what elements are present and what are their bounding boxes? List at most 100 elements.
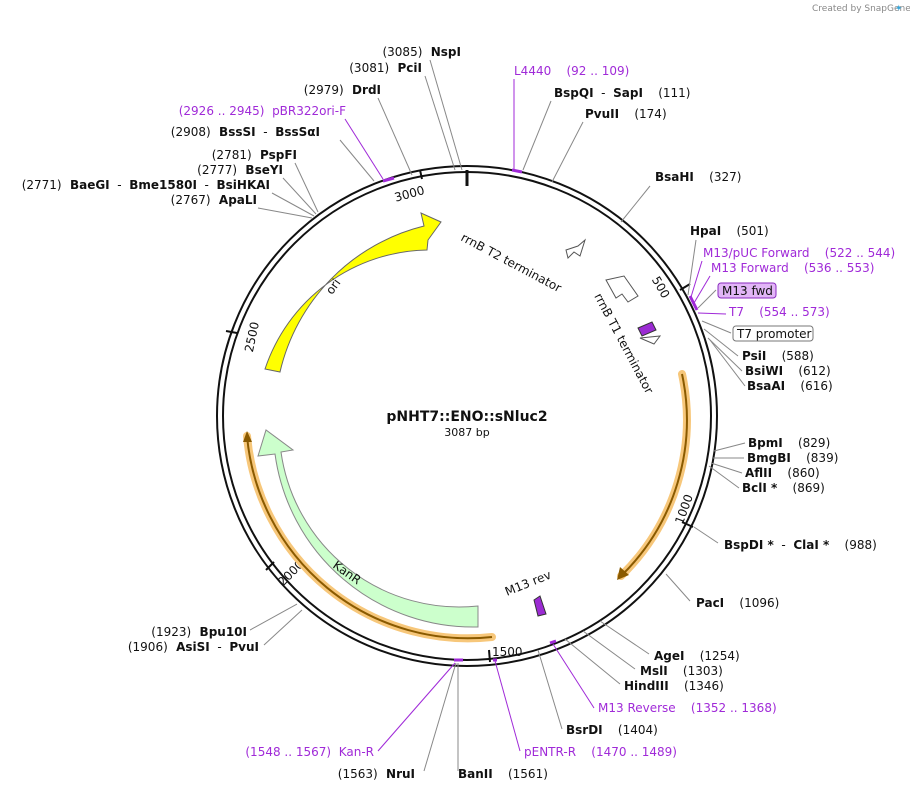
kanr-label: KanR	[330, 558, 363, 587]
site-label-part: BssSI	[211, 125, 256, 139]
site-label-bseyi[interactable]: (2777) BseYI	[197, 163, 283, 177]
leader-line-agei	[599, 620, 650, 655]
box-label-t7-promoter: T7 promoter	[736, 327, 812, 341]
site-label-part: T7	[728, 305, 744, 319]
snapgene-logo-icon: ✦	[895, 4, 903, 14]
site-label-part: (2771)	[22, 178, 62, 192]
tick-mark-2500	[225, 330, 238, 334]
site-label-pvuii[interactable]: PvuII (174)	[585, 107, 667, 121]
site-label-bcli[interactable]: BclI * (869)	[742, 481, 825, 495]
site-label-part: -	[210, 640, 230, 654]
site-label-part: (1561)	[493, 767, 548, 781]
site-label-part: (860)	[772, 466, 820, 480]
leader-line-hindiii	[564, 638, 621, 685]
box-m13fwd-feature[interactable]	[717, 282, 777, 299]
leader-line-m13puc	[690, 260, 703, 298]
site-label-apali[interactable]: (2767) ApaLI	[171, 193, 257, 207]
leader-line-t7-promoter	[701, 320, 732, 334]
site-label-part: (1303)	[668, 664, 723, 678]
rrnb-t2-terminator[interactable]: rrnB T2 terminator	[459, 230, 586, 295]
site-label-paci[interactable]: PacI (1096)	[696, 596, 779, 610]
site-label-baegi[interactable]: (2771) BaeGI - Bme1580I - BsiHKAI	[22, 178, 270, 192]
site-label-nrui[interactable]: (1563) NruI	[338, 767, 415, 781]
cds-left-arc[interactable]	[243, 431, 496, 643]
m13rev-feature[interactable]: M13 rev	[503, 568, 553, 617]
site-label-pbr322[interactable]: (2926 .. 2945) pBR322ori-F	[179, 104, 346, 118]
site-label-m13fwd[interactable]: M13 Forward (536 .. 553)	[711, 261, 874, 275]
site-label-psii[interactable]: PsiI (588)	[742, 349, 814, 363]
primer-mark-m13-reverse	[549, 639, 557, 645]
kanr-feature[interactable]: KanR	[257, 429, 479, 628]
leader-line-m13fwd-feature	[697, 289, 717, 309]
box-t7-promoter[interactable]	[732, 325, 814, 342]
site-label-nspi[interactable]: (3085) NspI	[382, 45, 461, 59]
site-label-pentr[interactable]: pENTR-R (1470 .. 1489)	[524, 745, 677, 759]
site-label-asisi[interactable]: (1906) AsiSI - PvuI	[128, 640, 259, 654]
ori-label: ori	[323, 276, 343, 297]
site-label-part: BclI *	[742, 481, 778, 495]
site-label-t7[interactable]: T7 (554 .. 573)	[728, 305, 830, 319]
leader-line-pbr322	[344, 118, 384, 180]
site-label-part: Kan-R	[331, 745, 374, 759]
site-label-drdi[interactable]: (2979) DrdI	[304, 83, 381, 97]
site-label-part: (1563)	[338, 767, 378, 781]
site-label-part: (174)	[619, 107, 667, 121]
site-label-bsahi[interactable]: BsaHI (327)	[655, 170, 741, 184]
site-label-part: (1906)	[128, 640, 168, 654]
site-label-part: BssSαI	[275, 125, 320, 139]
leader-line-m13rev-primer	[552, 643, 595, 709]
site-label-bsssi[interactable]: (2908) BssSI - BssSαI	[171, 125, 320, 139]
t7-promoter-icon	[639, 335, 662, 345]
site-label-bpu10i[interactable]: (1923) Bpu10I	[151, 625, 247, 639]
label-leader-lines	[249, 59, 746, 772]
tick-label-2500: 2500	[242, 321, 262, 354]
site-label-part: BspDI *	[724, 538, 774, 552]
site-label-part: BsrDI	[566, 723, 603, 737]
site-label-bspqi[interactable]: BspQI - SapI (111)	[554, 86, 690, 100]
site-label-part: BspQI	[554, 86, 594, 100]
site-label-bmgbi[interactable]: BmgBI (839)	[747, 451, 838, 465]
site-label-pspfi[interactable]: (2781) PspFI	[212, 148, 297, 162]
tick-mark-1000	[681, 521, 694, 528]
site-label-hindiii[interactable]: HindIII (1346)	[624, 679, 724, 693]
tick-mark-500	[679, 283, 691, 291]
site-label-l4440[interactable]: L4440 (92 .. 109)	[514, 64, 629, 78]
leader-line-bseyi	[282, 177, 317, 215]
leader-line-psii	[703, 328, 739, 357]
leader-line-pentr	[494, 660, 521, 752]
leader-line-bsssi	[339, 139, 375, 182]
site-label-kanr-primer[interactable]: (1548 .. 1567) Kan-R	[245, 745, 374, 759]
site-label-bsaai[interactable]: BsaAI (616)	[747, 379, 833, 393]
site-label-aflii[interactable]: AflII (860)	[745, 466, 820, 480]
tick-mark-2000	[265, 561, 275, 571]
cds-right-arc[interactable]	[617, 370, 691, 580]
site-label-part: (616)	[785, 379, 833, 393]
site-label-part: (1346)	[669, 679, 724, 693]
site-label-bsrdi[interactable]: BsrDI (1404)	[566, 723, 658, 737]
site-label-banii[interactable]: BanII (1561)	[458, 767, 548, 781]
site-label-part: (522 .. 544)	[810, 246, 896, 260]
site-label-part: BsaAI	[747, 379, 785, 393]
site-label-bspdi[interactable]: BspDI * - ClaI * (988)	[724, 538, 877, 552]
site-label-pcii[interactable]: (3081) PciI	[349, 61, 422, 75]
tick-label-1500: 1500	[492, 645, 523, 659]
site-label-part: BmgBI	[747, 451, 791, 465]
site-label-part: pBR322ori-F	[264, 104, 346, 118]
site-label-part: (3081)	[349, 61, 389, 75]
rrnb-t1-label: rrnB T1 terminator	[591, 291, 656, 396]
site-label-part: (1470 .. 1489)	[576, 745, 677, 759]
site-label-m13rev-primer[interactable]: M13 Reverse (1352 .. 1368)	[598, 701, 777, 715]
site-label-msli[interactable]: MslI (1303)	[640, 664, 723, 678]
site-label-bpmi[interactable]: BpmI (829)	[748, 436, 830, 450]
site-label-hpai[interactable]: HpaI (501)	[690, 224, 769, 238]
site-label-part: HpaI	[690, 224, 721, 238]
site-label-m13puc[interactable]: M13/pUC Forward (522 .. 544)	[703, 246, 895, 260]
site-label-part: SapI	[613, 86, 643, 100]
site-label-bsiwi[interactable]: BsiWI (612)	[745, 364, 831, 378]
site-label-agei[interactable]: AgeI (1254)	[654, 649, 740, 663]
site-label-part: (3085)	[382, 45, 422, 59]
site-label-part: BsiWI	[745, 364, 783, 378]
site-label-part: BpmI	[748, 436, 783, 450]
rrnb-t1-terminator[interactable]: rrnB T1 terminator	[591, 275, 656, 396]
